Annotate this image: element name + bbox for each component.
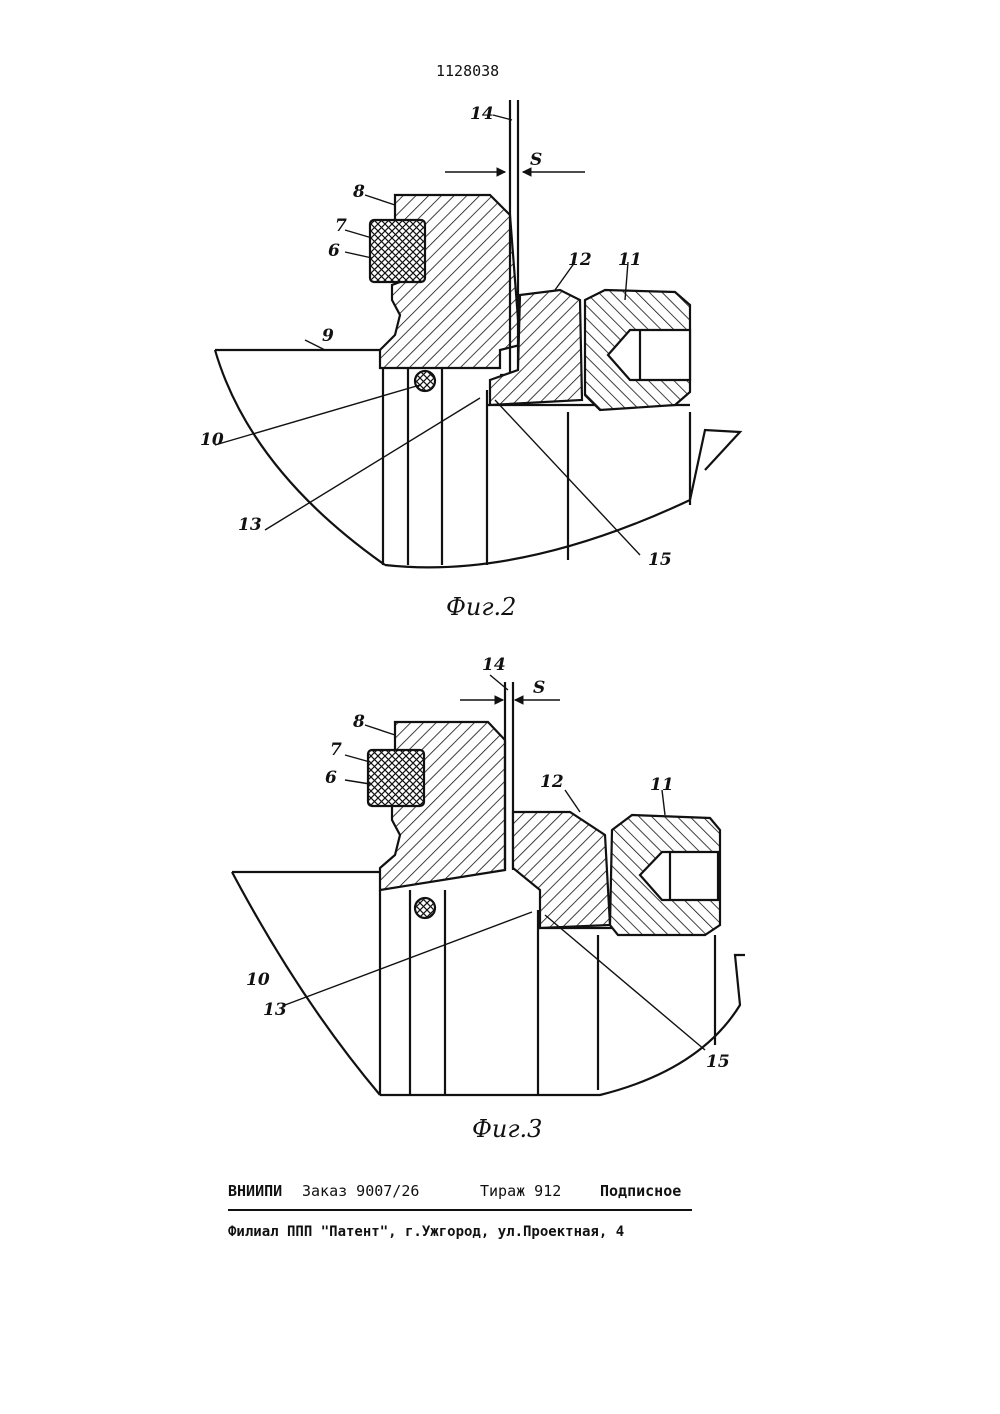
label-14: 14 <box>482 655 506 675</box>
figure-3-caption: Фиг.3 <box>472 1115 542 1143</box>
label-15: 15 <box>648 550 672 570</box>
figure-2 <box>215 100 740 567</box>
label-13: 13 <box>238 515 262 535</box>
label-11: 11 <box>650 775 674 795</box>
label-11: 11 <box>618 250 642 270</box>
figure-3 <box>232 675 745 1095</box>
label-s: S <box>530 150 542 170</box>
label-12: 12 <box>540 772 564 792</box>
label-15: 15 <box>706 1052 730 1072</box>
label-7: 7 <box>335 216 347 236</box>
label-9: 9 <box>322 326 334 346</box>
label-10: 10 <box>246 970 270 990</box>
label-s: S <box>533 678 545 698</box>
footer-subscription: Подписное <box>600 1182 681 1200</box>
label-6: 6 <box>328 241 340 261</box>
footer-org: ВНИИПИ <box>228 1182 282 1200</box>
label-7: 7 <box>330 740 342 760</box>
footer-circulation: Тираж 912 <box>480 1182 561 1200</box>
label-13: 13 <box>263 1000 287 1020</box>
figure-2-caption: Фиг.2 <box>446 593 516 621</box>
label-8: 8 <box>353 712 365 732</box>
label-14: 14 <box>470 104 494 124</box>
label-6: 6 <box>325 768 337 788</box>
footer-order: Заказ 9007/26 <box>302 1182 419 1200</box>
label-10: 10 <box>200 430 224 450</box>
label-12: 12 <box>568 250 592 270</box>
label-8: 8 <box>353 182 365 202</box>
footer-branch: Филиал ППП "Патент", г.Ужгород, ул.Проек… <box>228 1224 624 1240</box>
